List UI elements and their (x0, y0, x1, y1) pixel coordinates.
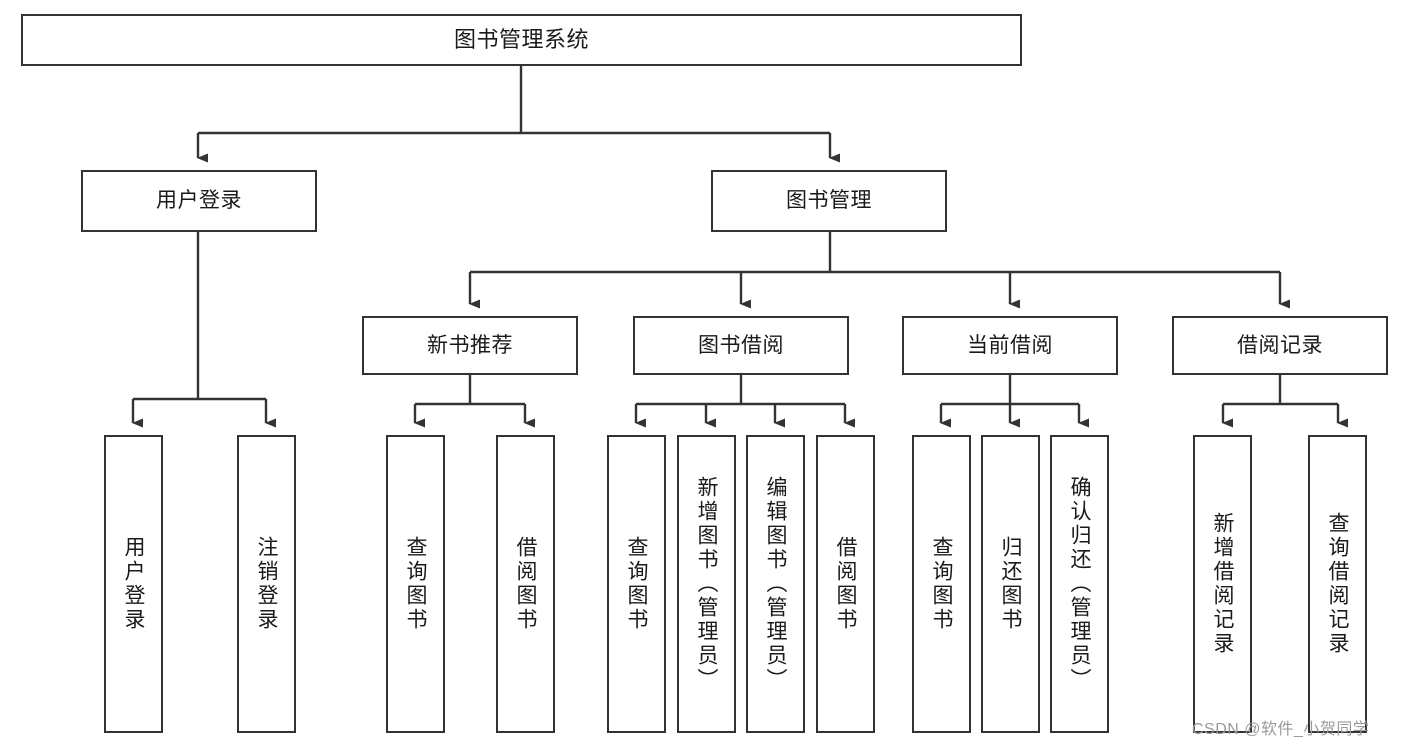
node-label: 借阅图书 (514, 536, 537, 632)
node-label: 编辑图书（管理员） (764, 476, 787, 692)
node-label: 查询图书 (404, 536, 427, 632)
leaf-add-borrow-record[interactable]: 新增借阅记录 (1193, 435, 1252, 733)
leaf-return-book[interactable]: 归还图书 (981, 435, 1040, 733)
leaf-confirm-return-admin[interactable]: 确认归还（管理员） (1050, 435, 1109, 733)
leaf-borrow-book[interactable]: 借阅图书 (816, 435, 875, 733)
leaf-user-login[interactable]: 用户登录 (104, 435, 163, 733)
node-book-management[interactable]: 图书管理 (711, 170, 947, 232)
node-new-book-recommend[interactable]: 新书推荐 (362, 316, 578, 375)
node-label: 用户登录 (122, 536, 145, 632)
node-label: 查询图书 (930, 536, 953, 632)
node-label: 注销登录 (255, 536, 278, 632)
leaf-query-book-newbook[interactable]: 查询图书 (386, 435, 445, 733)
leaf-edit-book-admin[interactable]: 编辑图书（管理员） (746, 435, 805, 733)
node-label: 查询图书 (625, 536, 648, 632)
leaf-query-book-borrow[interactable]: 查询图书 (607, 435, 666, 733)
node-label: 图书管理系统 (453, 26, 589, 52)
node-label: 借阅记录 (1237, 333, 1323, 357)
node-label: 新书推荐 (427, 333, 513, 357)
node-book-borrow[interactable]: 图书借阅 (633, 316, 849, 375)
node-label: 图书管理 (786, 189, 872, 213)
leaf-query-borrow-record[interactable]: 查询借阅记录 (1308, 435, 1367, 733)
leaf-query-book-current[interactable]: 查询图书 (912, 435, 971, 733)
node-label: 借阅图书 (834, 536, 857, 632)
node-label: 当前借阅 (967, 333, 1053, 357)
node-root-system[interactable]: 图书管理系统 (21, 14, 1022, 66)
csdn-watermark: CSDN @软件_小贺同学 (1192, 721, 1370, 738)
leaf-logout-login[interactable]: 注销登录 (237, 435, 296, 733)
node-label: 新增图书（管理员） (695, 476, 718, 692)
leaf-borrow-book-newbook[interactable]: 借阅图书 (496, 435, 555, 733)
node-borrow-record[interactable]: 借阅记录 (1172, 316, 1388, 375)
node-label: 确认归还（管理员） (1068, 476, 1091, 692)
node-user-login[interactable]: 用户登录 (81, 170, 317, 232)
node-label: 用户登录 (156, 189, 242, 213)
leaf-add-book-admin[interactable]: 新增图书（管理员） (677, 435, 736, 733)
node-label: 查询借阅记录 (1326, 512, 1349, 656)
node-label: 图书借阅 (698, 333, 784, 357)
node-label: 新增借阅记录 (1211, 512, 1234, 656)
node-label: 归还图书 (999, 536, 1022, 632)
node-current-borrow[interactable]: 当前借阅 (902, 316, 1118, 375)
